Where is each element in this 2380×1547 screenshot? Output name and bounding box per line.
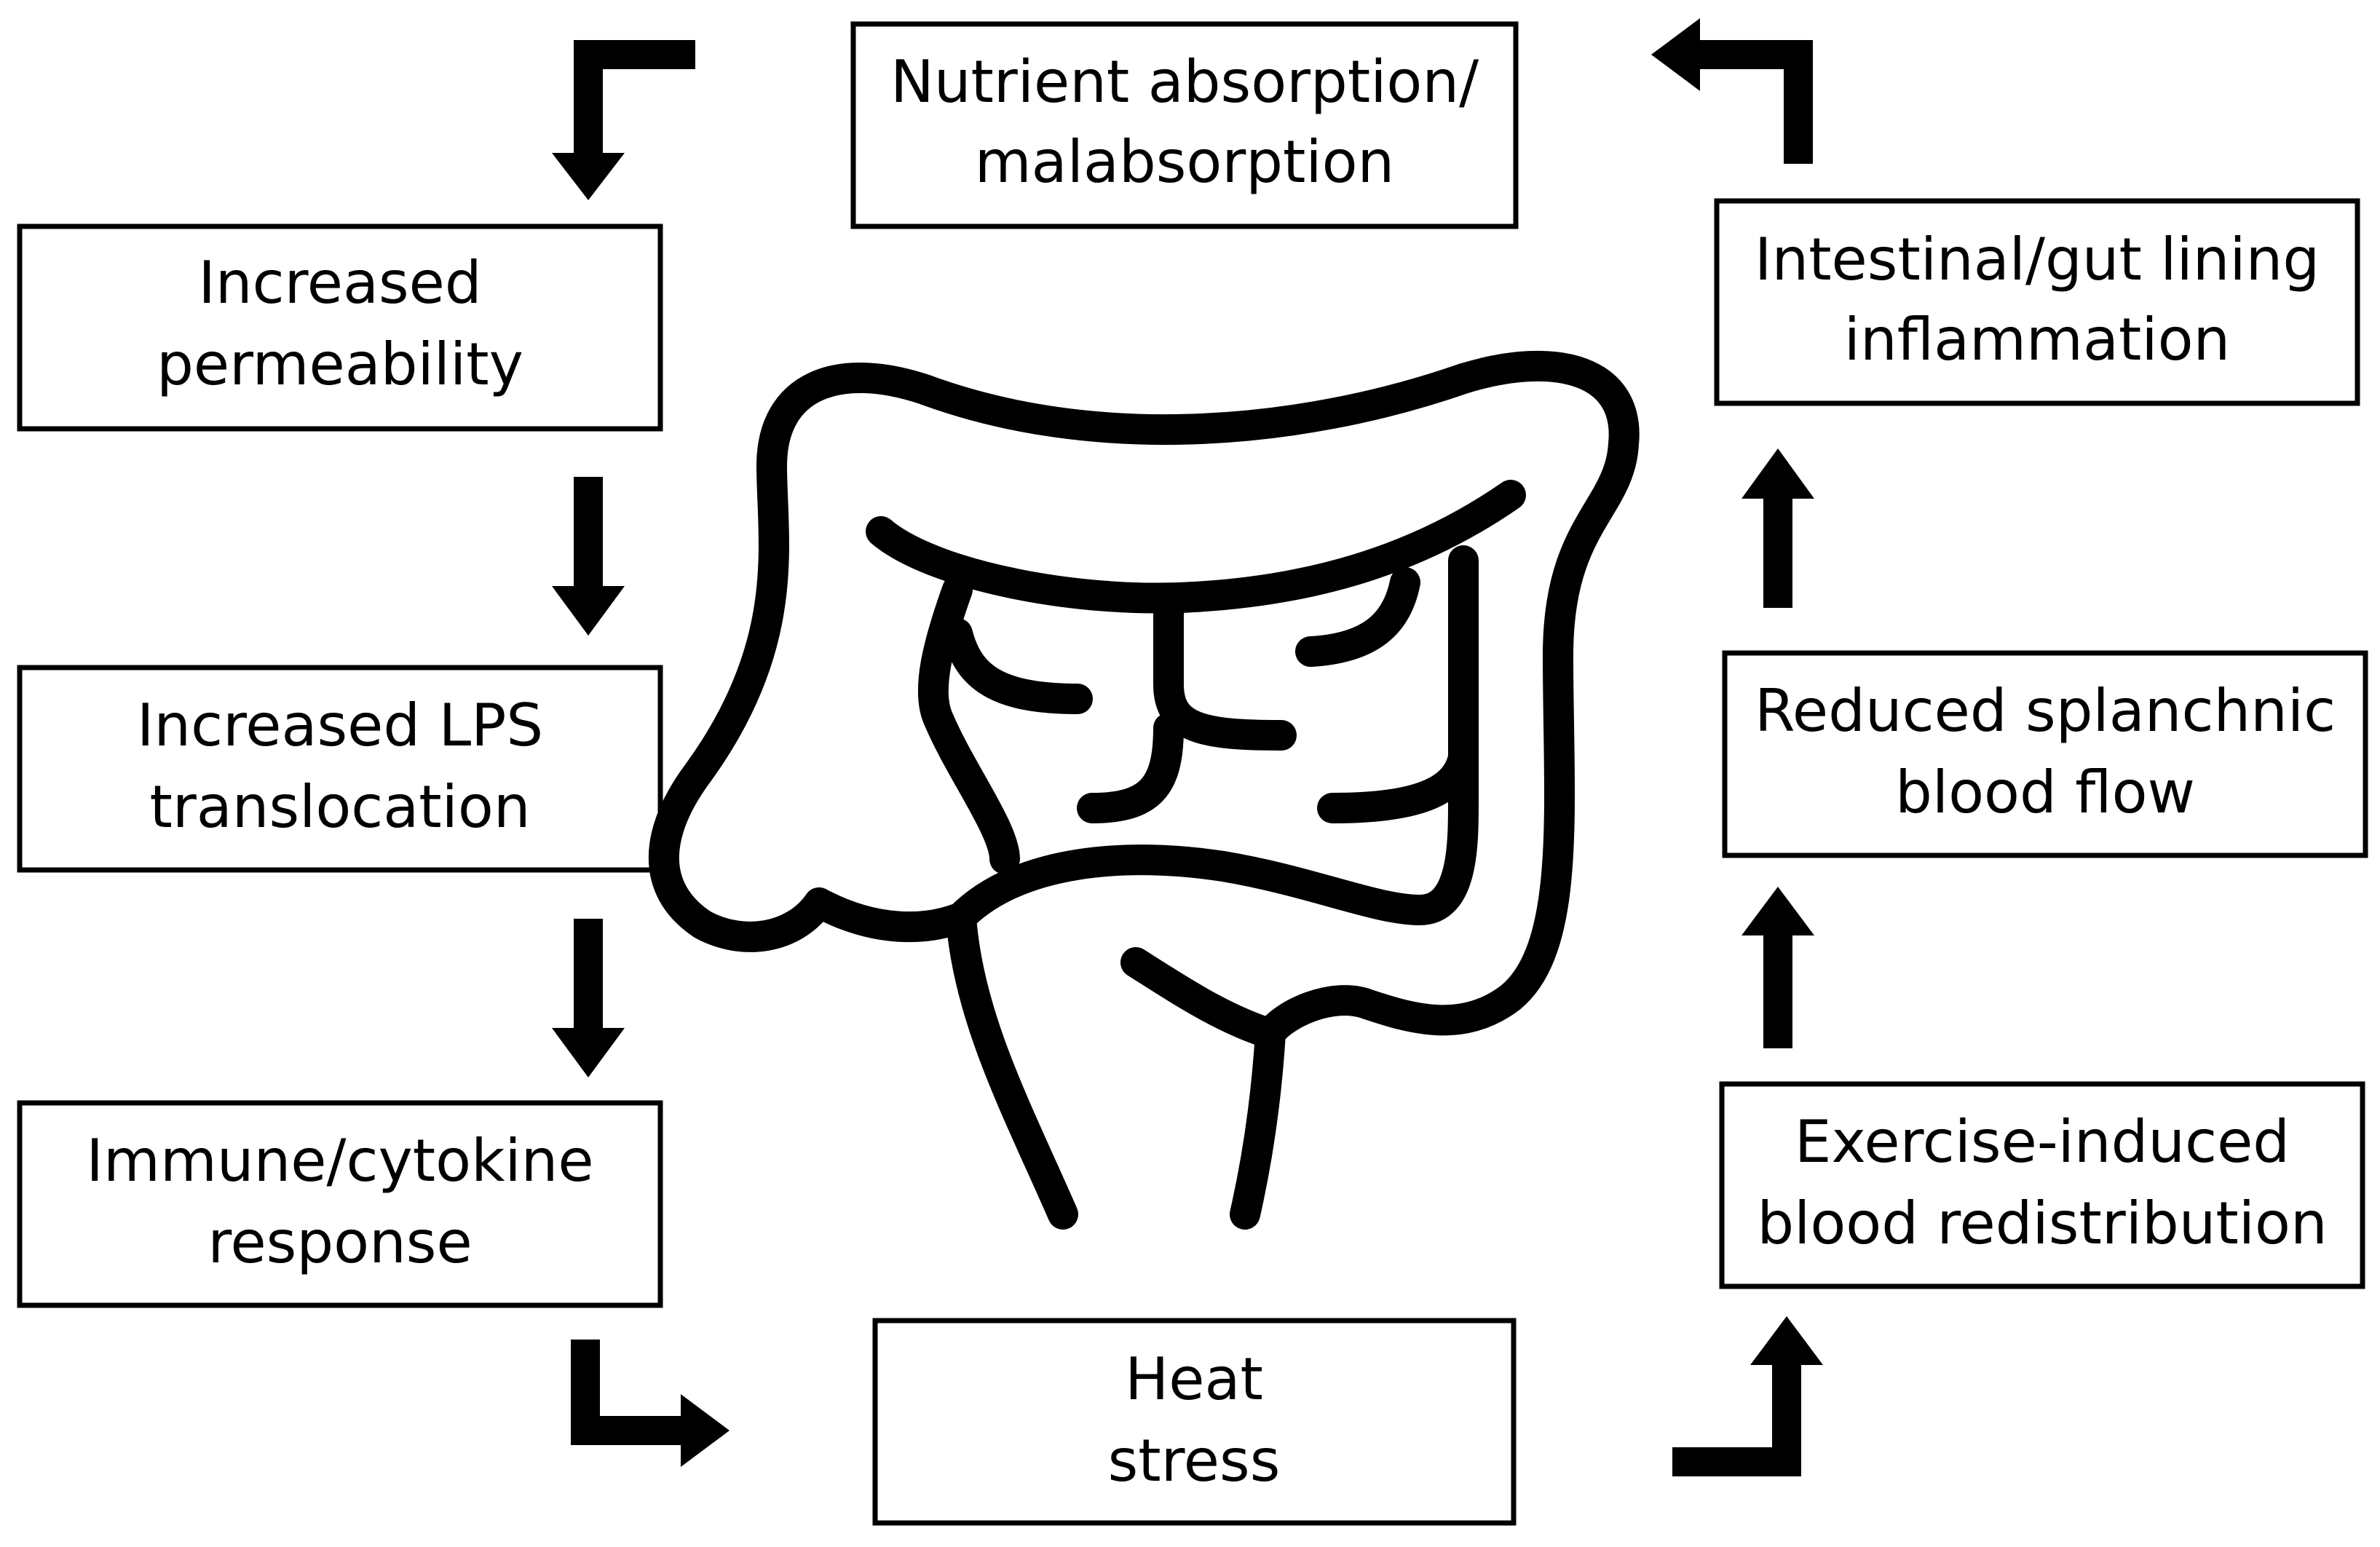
rectum-left: [946, 902, 1078, 1230]
small-intestine-left-coil: [917, 574, 1020, 874]
node-inflammation-line1: Intestinal/gut lining: [1755, 226, 2320, 293]
node-heat-line2: stress: [1108, 1427, 1281, 1495]
node-immune-cytokine-response: Immune/cytokine response: [17, 1100, 663, 1308]
node-nutrient-absorption: Nutrient absorption/ malabsorption: [850, 21, 1519, 229]
small-intestine-coil-5: [1317, 742, 1479, 823]
colon-lower-loop: [804, 545, 1479, 943]
node-nutrient-line1: Nutrient absorption/: [890, 48, 1479, 116]
colon-inner-contour: [866, 480, 1526, 614]
small-intestine-coil-3: [1077, 713, 1184, 823]
rectum-hook: [1120, 947, 1286, 1049]
node-intestinal-gut-lining-inflammation: Intestinal/gut lining inflammation: [1714, 198, 2360, 406]
node-lps-line1: Increased LPS: [137, 692, 543, 759]
arrow-nutrient-to-permeability: [552, 40, 695, 200]
node-heat-stress: Heat stress: [872, 1318, 1517, 1526]
arrow-heat-to-exercise: [1672, 1316, 1823, 1476]
node-inflammation-line2: inflammation: [1844, 306, 2230, 373]
node-increased-permeability: Increased permeability: [17, 223, 663, 432]
node-permeability-line2: permeability: [157, 331, 523, 398]
node-exercise-induced-blood-redistribution: Exercise-induced blood redistribution: [1719, 1081, 2365, 1289]
node-heat-line1: Heat: [1125, 1345, 1263, 1413]
node-permeability-line1: Increased: [198, 249, 481, 317]
small-intestine-coil-4: [1295, 567, 1420, 667]
node-splanchnic-line1: Reduced splanchnic: [1755, 677, 2336, 745]
arrow-lps-to-immune: [552, 919, 625, 1077]
arrow-permeability-to-lps: [552, 477, 625, 636]
arrow-exercise-to-splanchnic: [1741, 887, 1814, 1048]
intestine-icon: [648, 350, 1640, 1230]
arrow-immune-to-heat: [571, 1340, 730, 1467]
arrow-inflammation-to-nutrient: [1651, 18, 1813, 164]
small-intestine-coil-1: [942, 618, 1093, 714]
node-exercise-line2: blood redistribution: [1757, 1190, 2327, 1257]
small-intestine-coil-2: [1153, 589, 1297, 751]
node-lps-line2: translocation: [149, 773, 530, 841]
node-immune-line2: response: [207, 1208, 472, 1276]
arrow-splanchnic-to-inflammation: [1741, 448, 1814, 608]
node-immune-line1: Immune/cytokine: [86, 1127, 593, 1195]
node-splanchnic-line2: blood flow: [1895, 759, 2195, 826]
node-increased-lps-translocation: Increased LPS translocation: [17, 665, 663, 873]
colon-outer-contour: [648, 350, 1640, 1230]
node-nutrient-line2: malabsorption: [975, 128, 1395, 196]
node-reduced-splanchnic-blood-flow: Reduced splanchnic blood flow: [1722, 650, 2368, 858]
node-exercise-line1: Exercise-induced: [1795, 1108, 2290, 1176]
